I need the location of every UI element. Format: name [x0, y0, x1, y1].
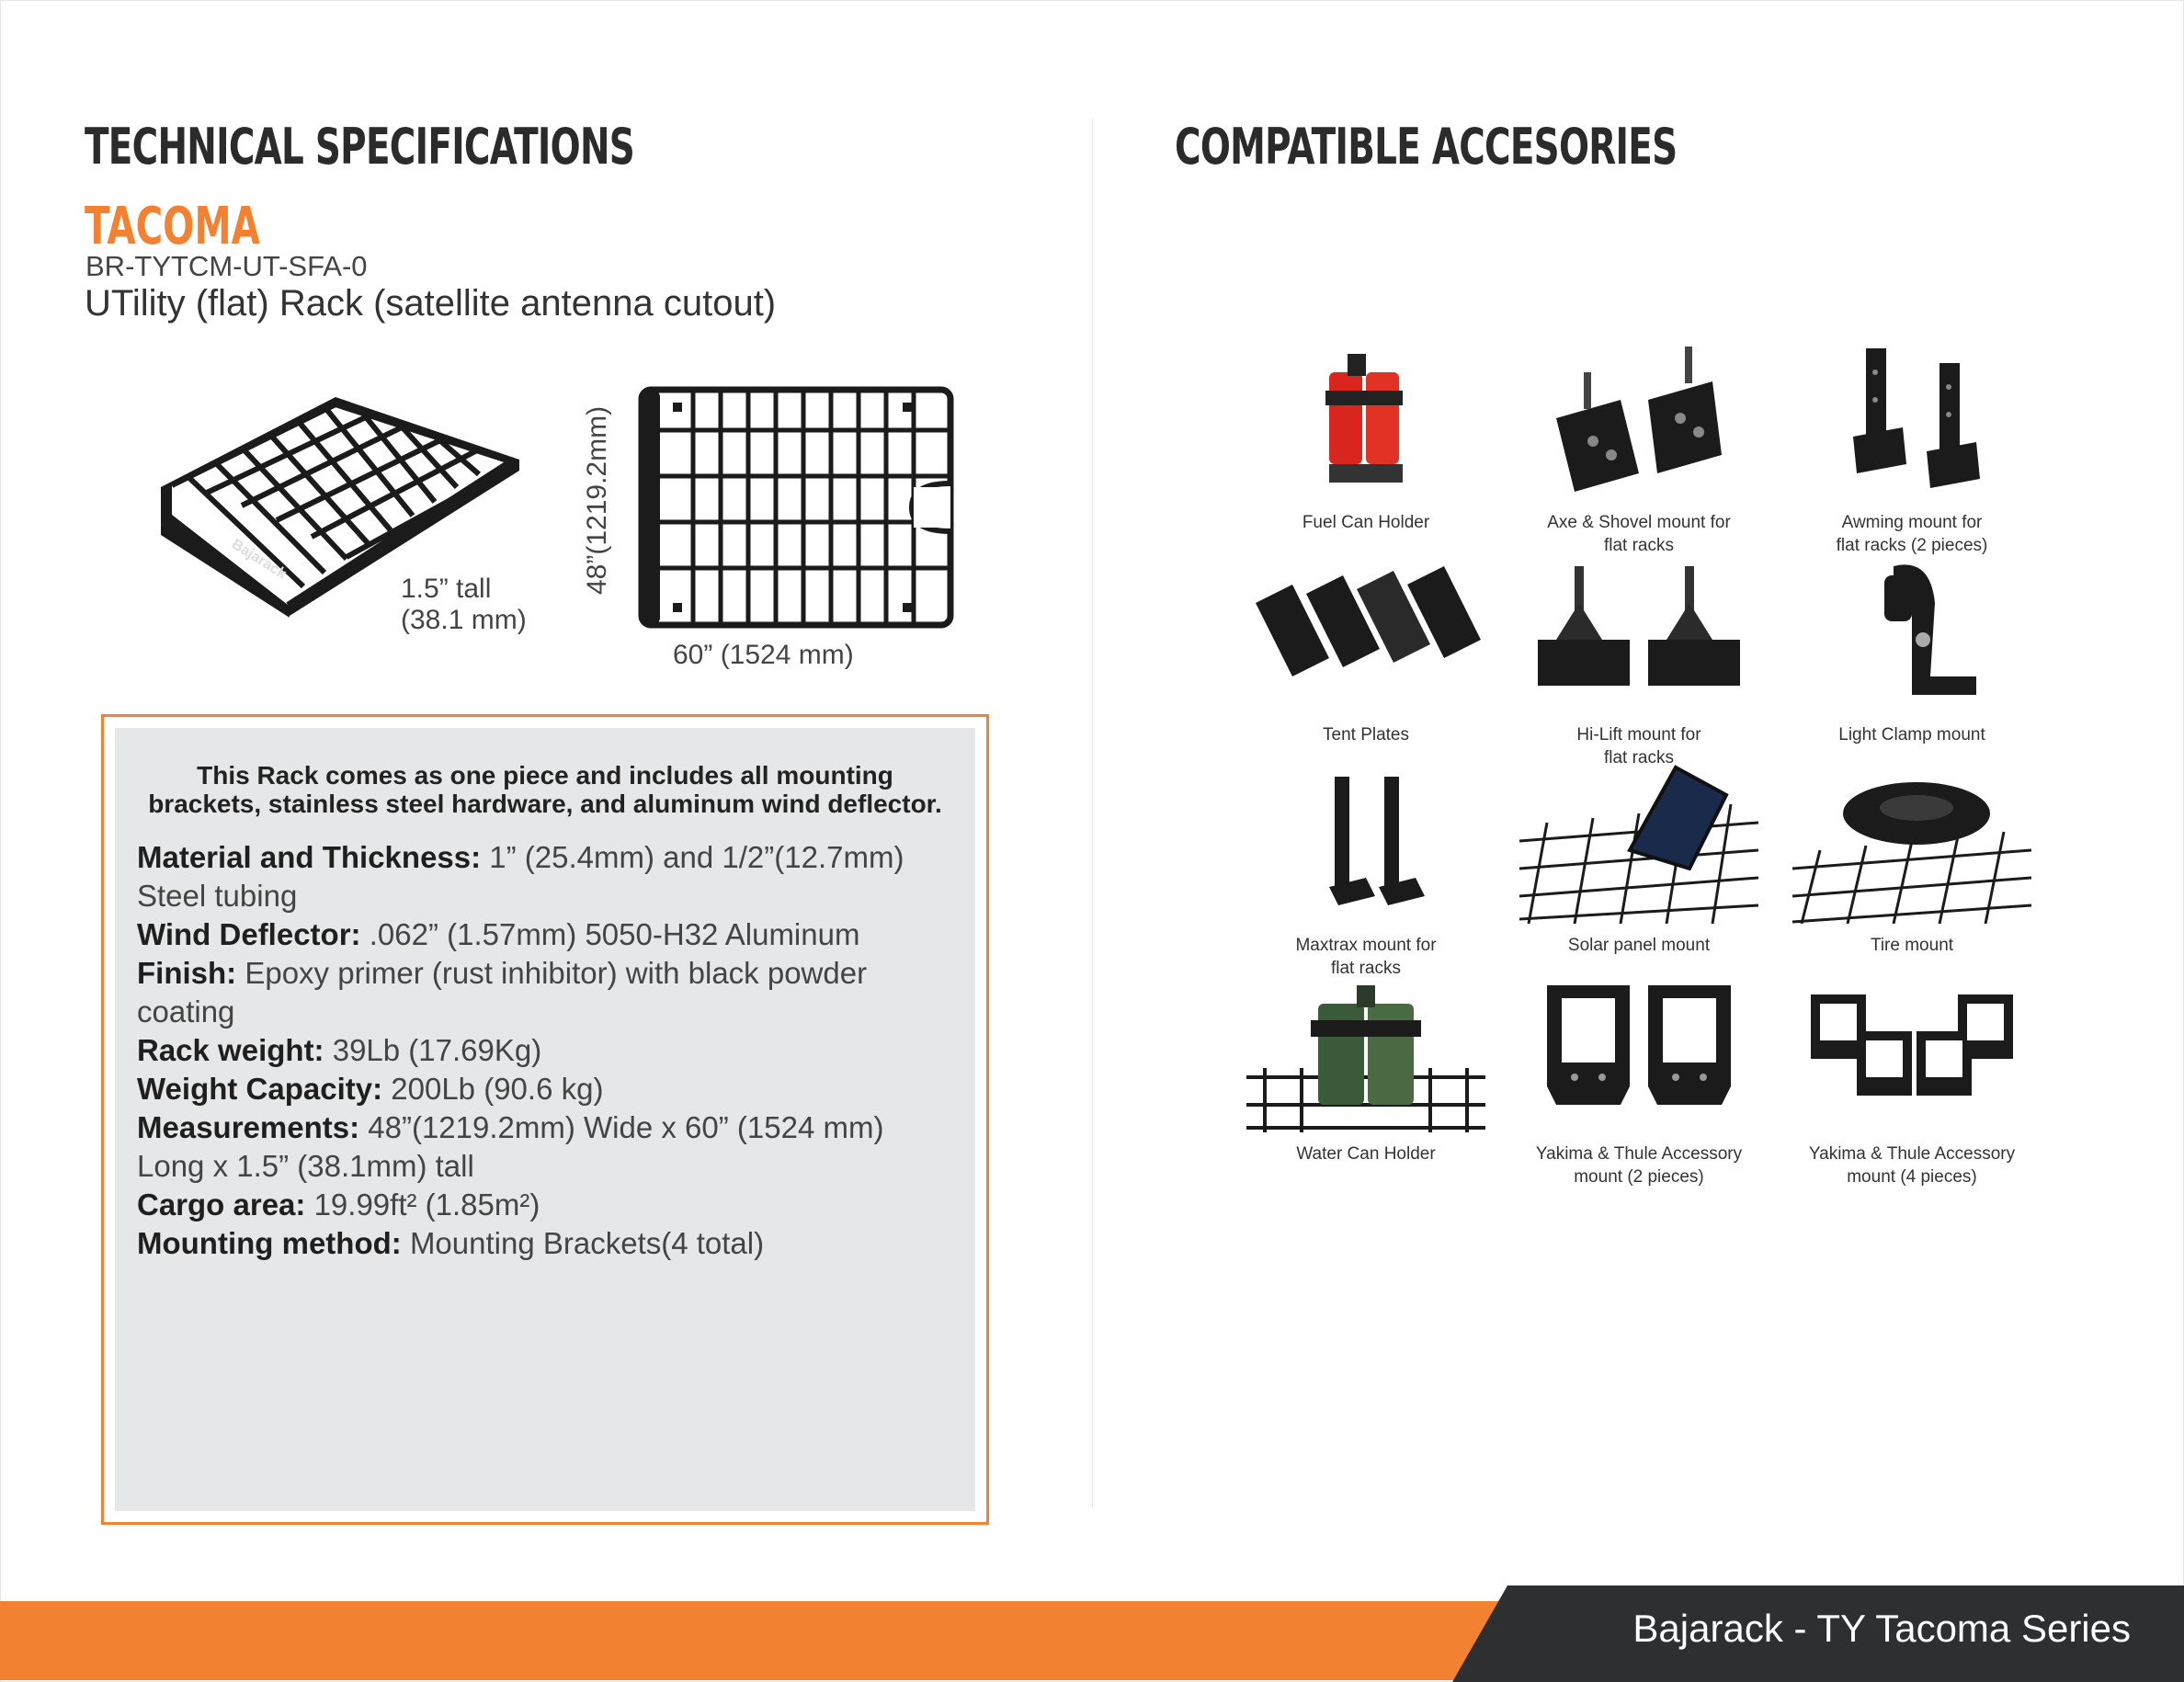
accessory-water-can-holder: Water Can Holder	[1233, 967, 1499, 1165]
spec-item: Mounting method: Mounting Brackets(4 tot…	[137, 1226, 765, 1260]
yakima-thule-4-icon	[1811, 994, 2013, 1096]
column-divider	[1092, 118, 1093, 1507]
maxtrax-mount-icon	[1329, 777, 1425, 905]
awning-mount-icon	[1853, 348, 1980, 488]
tire-mount-icon	[1792, 782, 2032, 925]
accessory-light-clamp: Light Clamp mount	[1779, 548, 2045, 746]
technical-specifications-title: TECHNICAL SPECIFICATIONS	[85, 118, 635, 176]
width-dimension: 48”(1219.2mm)	[582, 405, 612, 595]
yakima-thule-2-icon	[1547, 985, 1731, 1105]
water-can-holder-icon	[1246, 985, 1485, 1132]
accessory-label: Tent Plates	[1323, 725, 1409, 744]
compatible-accessories-title: COMPATIBLE ACCESORIES	[1175, 118, 1678, 176]
spec-list: Material and Thickness: 1” (25.4mm) and …	[137, 838, 953, 1263]
spec-box: This Rack comes as one piece and include…	[101, 714, 989, 1525]
accessory-tent-plates: Tent Plates	[1233, 548, 1499, 746]
spec-item: Material and Thickness: 1” (25.4mm) and …	[137, 840, 904, 913]
spec-item: Rack weight: 39Lb (17.69Kg)	[137, 1033, 542, 1067]
model-name: TACOMA	[85, 197, 260, 256]
accessory-fuel-can-holder: Fuel Can Holder	[1233, 335, 1499, 534]
accessory-label: Tire mount	[1870, 936, 1954, 955]
hi-lift-mount-icon	[1538, 566, 1740, 686]
accessory-tire-mount: Tire mount	[1779, 758, 2045, 957]
accessory-label: Fuel Can Holder	[1302, 513, 1430, 532]
height-dimension-line2: (38.1 mm)	[401, 605, 527, 635]
spec-item: Cargo area: 19.99ft² (1.85m²)	[137, 1188, 540, 1222]
spec-item: Wind Deflector: .062” (1.57mm) 5050-H32 …	[137, 917, 860, 951]
tent-plates-icon	[1256, 566, 1481, 676]
spec-item: Measurements: 48”(1219.2mm) Wide x 60” (…	[137, 1110, 884, 1183]
accessory-label: Solar panel mount	[1567, 936, 1711, 955]
spec-box-inner: This Rack comes as one piece and include…	[115, 728, 975, 1511]
part-number: BR-TYTCM-UT-SFA-0	[85, 250, 368, 282]
light-clamp-icon	[1884, 564, 1976, 695]
rack-top-view-image	[638, 386, 954, 629]
fuel-can-holder-icon	[1325, 354, 1403, 483]
product-name: UTility (flat) Rack (satellite antenna c…	[85, 283, 777, 324]
axe-shovel-mount-icon	[1556, 347, 1722, 492]
accessory-solar-panel-mount: Solar panel mount	[1506, 758, 1772, 957]
footer-series-title: Bajarack - TY Tacoma Series	[1632, 1607, 2131, 1650]
rack-perspective-image	[161, 397, 519, 618]
accessory-label: Light Clamp mount	[1838, 725, 1985, 744]
spec-item: Finish: Epoxy primer (rust inhibitor) wi…	[137, 956, 868, 1029]
length-dimension: 60” (1524 mm)	[673, 640, 854, 670]
footer-dark-band	[1452, 1585, 2184, 1682]
spec-intro: This Rack comes as one piece and include…	[148, 761, 942, 818]
footer-orange-band	[0, 1601, 1507, 1680]
accessory-label: Water Can Holder	[1296, 1144, 1436, 1164]
spec-item: Weight Capacity: 200Lb (90.6 kg)	[137, 1072, 604, 1106]
height-dimension-line1: 1.5” tall	[401, 574, 492, 604]
solar-panel-mount-icon	[1519, 765, 1759, 925]
